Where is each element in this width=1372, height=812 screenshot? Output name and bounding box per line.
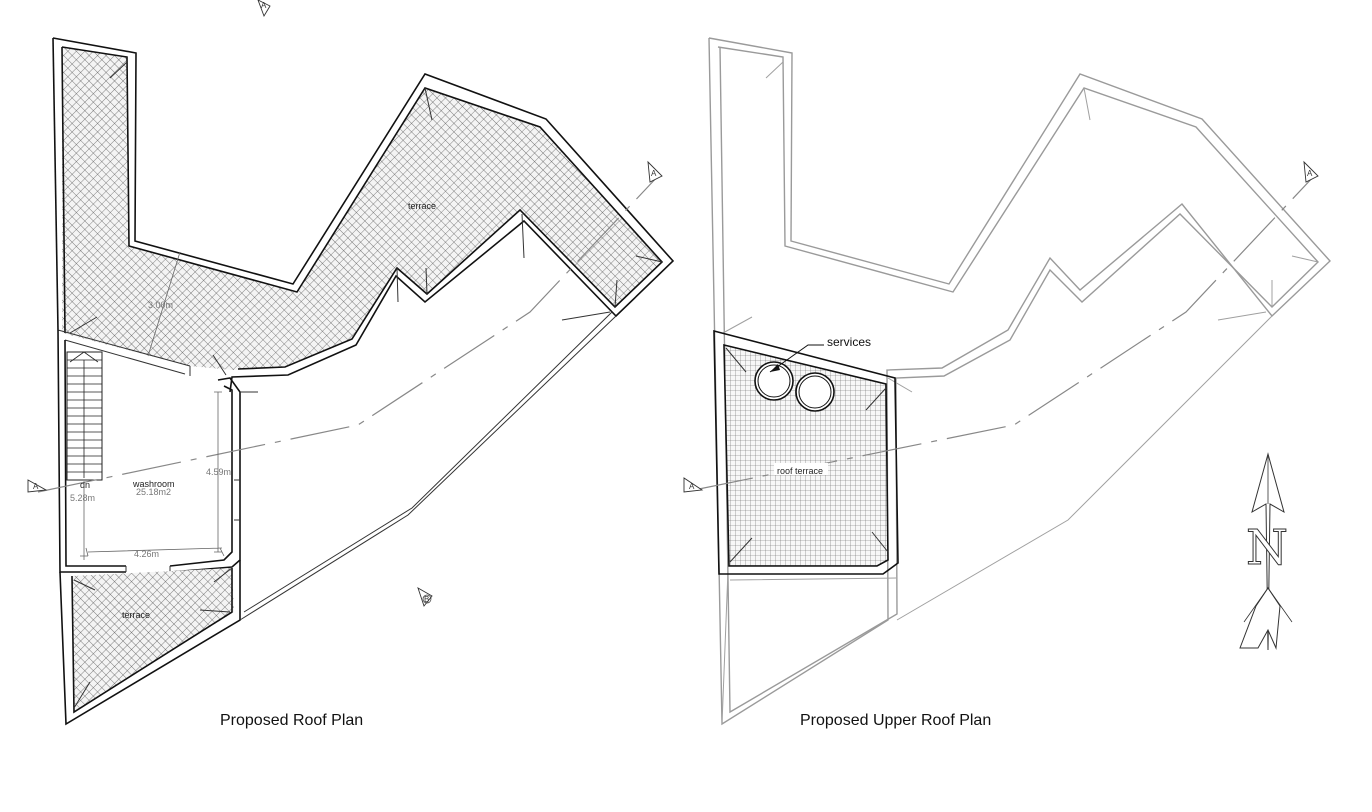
- roof-terrace-outer-wall: [713, 329, 899, 575]
- section-tag-a-left: A: [27, 479, 48, 493]
- site-boundary-double: [243, 311, 613, 613]
- section-tag-a-upper-right: A: [1303, 160, 1319, 183]
- stairs: [66, 351, 103, 481]
- washroom-label: washroom: [132, 479, 175, 489]
- diagonal-dimension: 3.00m: [148, 300, 173, 310]
- roof-terrace-area: [724, 345, 888, 566]
- roof-terrace-label: roof terrace: [777, 466, 823, 476]
- lower-terrace-label: terrace: [122, 610, 150, 620]
- washroom-doorway: [125, 479, 240, 572]
- services-tanks: [754, 344, 835, 412]
- width-dimension: 4.26m: [134, 549, 159, 559]
- right-plan-caption: Proposed Upper Roof Plan: [800, 712, 991, 729]
- north-letter: N: [1246, 520, 1288, 576]
- washroom-area: 25.18m2: [136, 487, 171, 497]
- svg-text:A: A: [1307, 169, 1313, 178]
- height-dimension: 4.59m: [206, 467, 231, 477]
- right-upper-roof-plan: services roof terrace A A Proposed Upper…: [683, 37, 1331, 729]
- roof-terrace-inner-wall: [723, 343, 889, 567]
- services-label: services: [827, 335, 871, 349]
- lower-terrace-inner-wall: [71, 568, 233, 714]
- parapet-line: [57, 329, 191, 376]
- left-inner-wall: [61, 46, 66, 334]
- left-roof-plan: terrace terrace washroom 25.18m2 dn 5.28…: [27, 0, 675, 729]
- north-arrow: N: [1239, 452, 1293, 651]
- section-line-a-upper: [693, 173, 1317, 491]
- washroom-inner-wall: [64, 339, 233, 567]
- svg-text:A: A: [651, 169, 657, 178]
- section-tag-a-right: A: [647, 160, 663, 183]
- section-tag-a-upper-left: A: [683, 477, 704, 493]
- parapet-notches: [69, 61, 663, 376]
- lower-terrace-area: [72, 568, 234, 712]
- svg-text:A: A: [689, 482, 695, 491]
- left-outer-wall: [52, 37, 59, 331]
- faded-site-boundary: [887, 311, 1273, 621]
- stair-dn-label: dn: [80, 480, 90, 490]
- upper-terrace-inner-wall: [61, 46, 664, 370]
- site-boundary-left: [239, 311, 617, 621]
- lower-terrace-notches: [73, 567, 233, 709]
- section-line-a: [37, 173, 661, 493]
- left-plan-caption: Proposed Roof Plan: [220, 712, 363, 729]
- dimension-lines: [80, 251, 225, 560]
- upper-terrace-area: [62, 47, 662, 370]
- section-tag-b: B: [417, 587, 433, 607]
- section-tag-a-top: A: [257, 0, 271, 18]
- lower-terrace-wall: [59, 560, 241, 726]
- stair-dimension: 5.28m: [70, 493, 95, 503]
- svg-text:A: A: [33, 482, 39, 491]
- upper-terrace-label: terrace: [408, 201, 436, 211]
- roof-terrace-notches: [725, 347, 889, 563]
- svg-text:A: A: [261, 1, 267, 10]
- svg-text:B: B: [424, 595, 429, 604]
- faded-notches: [721, 61, 1319, 725]
